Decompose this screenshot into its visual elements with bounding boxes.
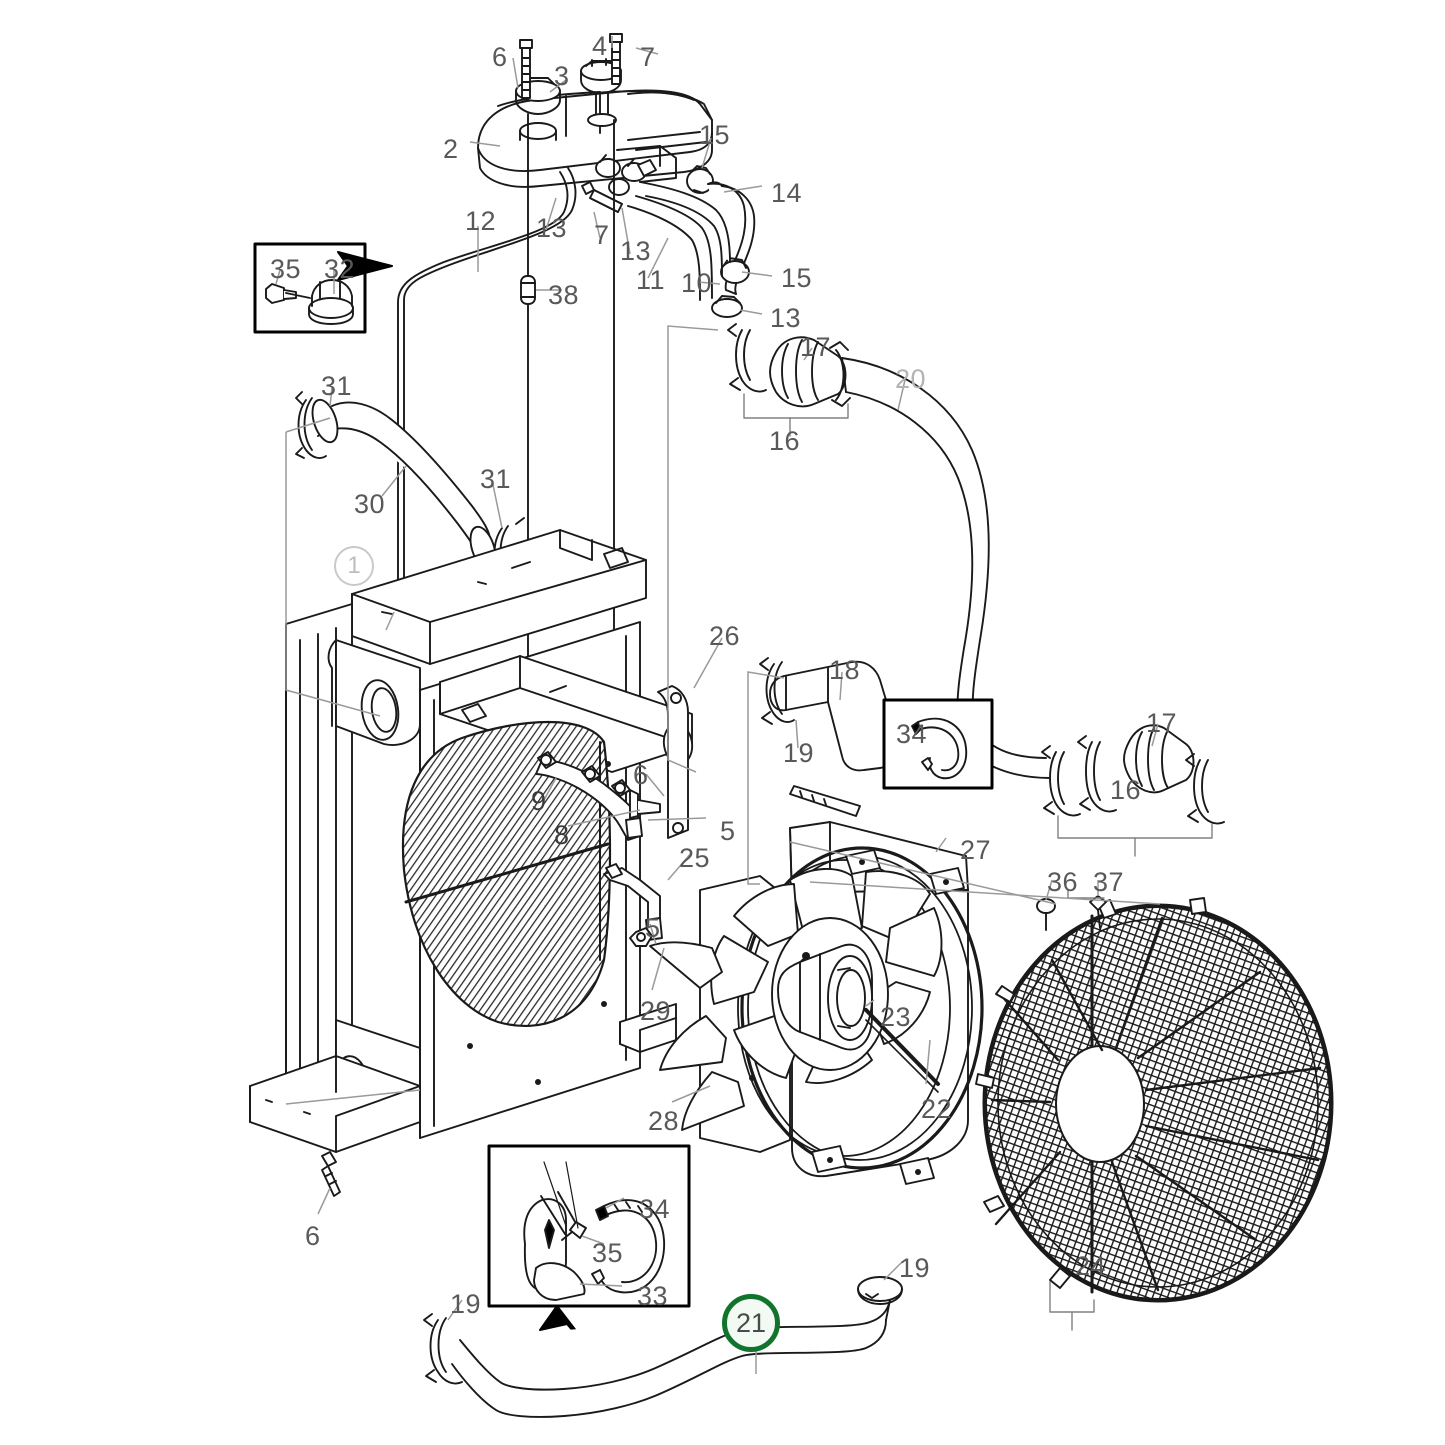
callout-7-bolt-b: 7	[594, 220, 610, 250]
grommet-38	[520, 275, 536, 305]
callout-26-stay-rod: 26	[709, 621, 741, 651]
callout-18-filler-neck: 18	[829, 655, 861, 685]
callout-16-clamp-set-upper: 16	[769, 426, 801, 456]
callout-2-expansion-tank: 2	[443, 134, 459, 164]
callout-17-sleeve-upper: 17	[800, 332, 832, 362]
callout-22-fan-shaft: 22	[921, 1094, 953, 1124]
callout-31-clamp-b: 31	[480, 464, 512, 494]
bracket-8-group	[535, 751, 663, 947]
bolt-7-top	[609, 33, 623, 85]
callout-34-inset-tie-b: 34	[639, 1194, 671, 1224]
callout-32-inset-cap: 32	[324, 254, 356, 284]
callout-13-connector-b: 13	[620, 236, 652, 266]
callout-16-clamp-set-lower: 16	[1110, 775, 1142, 805]
callout-36-washer: 36	[1047, 867, 1079, 897]
connector-13-bottom	[711, 295, 743, 318]
hose-10-11	[627, 181, 731, 301]
callout-35-inset-bolt-b: 35	[592, 1238, 624, 1268]
callout-24-fan-guard: 24	[1075, 1251, 1107, 1281]
callout-7-top-bolt: 7	[640, 42, 656, 72]
callout-28-fan-blade: 28	[648, 1106, 680, 1136]
callout-30-air-pipe: 30	[354, 489, 386, 519]
callout-35-inset-bolt: 35	[270, 254, 302, 284]
clamp-15-mid	[720, 257, 750, 284]
radiator-core	[401, 721, 612, 1028]
callout-33-inset-tank: 33	[637, 1281, 669, 1311]
callout-29-nut: 29	[640, 996, 672, 1026]
highlight-badge-21[interactable]: 21	[722, 1294, 780, 1352]
bolt-6-bottom	[321, 1151, 341, 1197]
sleeve-clamps-lower	[1041, 724, 1225, 857]
inset-box-upper-left	[253, 242, 393, 334]
callout-37-screw: 37	[1093, 867, 1125, 897]
leader-lines	[275, 36, 1161, 1374]
filler-neck-18	[759, 657, 900, 817]
callout-4-cap: 4	[592, 31, 608, 61]
callout-23-fan-hub: 23	[880, 1002, 912, 1032]
callout-17-sleeve-lower: 17	[1146, 708, 1178, 738]
callout-13-connector-c: 13	[770, 303, 802, 333]
callout-5-bolt-a: 5	[720, 816, 736, 846]
bolt-6-top	[519, 39, 533, 99]
callout-15-clamp-mid: 15	[781, 263, 813, 293]
callout-11-hose: 11	[636, 265, 666, 295]
callout-15-clamp-upper: 15	[699, 120, 731, 150]
callout-19-clamp-a: 19	[783, 738, 815, 768]
lower-hose-21	[423, 1276, 903, 1418]
callout-20-long-hose: 20	[895, 364, 927, 394]
bracket-16-upper	[743, 393, 849, 437]
callout-27-fan-shroud: 27	[960, 835, 992, 865]
callout-34-inset-tie: 34	[896, 719, 928, 749]
callout-6-top-bolt: 6	[492, 42, 508, 72]
clamp-15-upper	[686, 165, 714, 194]
callout-3-filler-cap: 3	[554, 61, 570, 91]
tube-12	[397, 167, 577, 581]
callout-5-bolt-b: 5	[645, 913, 661, 943]
callout-6-bolt-mid: 6	[633, 760, 649, 790]
callout-19-clamp-b: 19	[450, 1289, 482, 1319]
callout-25-bracket: 25	[679, 843, 711, 873]
ring-callout-1: 1	[334, 546, 374, 586]
callout-38-grommet: 38	[548, 280, 580, 310]
callout-14-hose: 14	[771, 178, 803, 208]
callout-8-bracket: 8	[554, 820, 570, 850]
callout-9-pin: 9	[531, 786, 547, 816]
callout-12-tube: 12	[465, 206, 497, 236]
sleeve-clamps-upper	[727, 323, 851, 408]
callout-13-connector-a: 13	[536, 213, 568, 243]
callout-10-hose: 10	[681, 268, 713, 298]
inset-box-right-mid	[882, 698, 994, 790]
callout-19-clamp-c: 19	[899, 1253, 931, 1283]
callout-6-bolt-bottom: 6	[305, 1221, 321, 1251]
fan-assembly-28	[649, 867, 943, 1131]
fan-guard-24	[975, 897, 1334, 1331]
callout-31-clamp-a: 31	[321, 371, 353, 401]
